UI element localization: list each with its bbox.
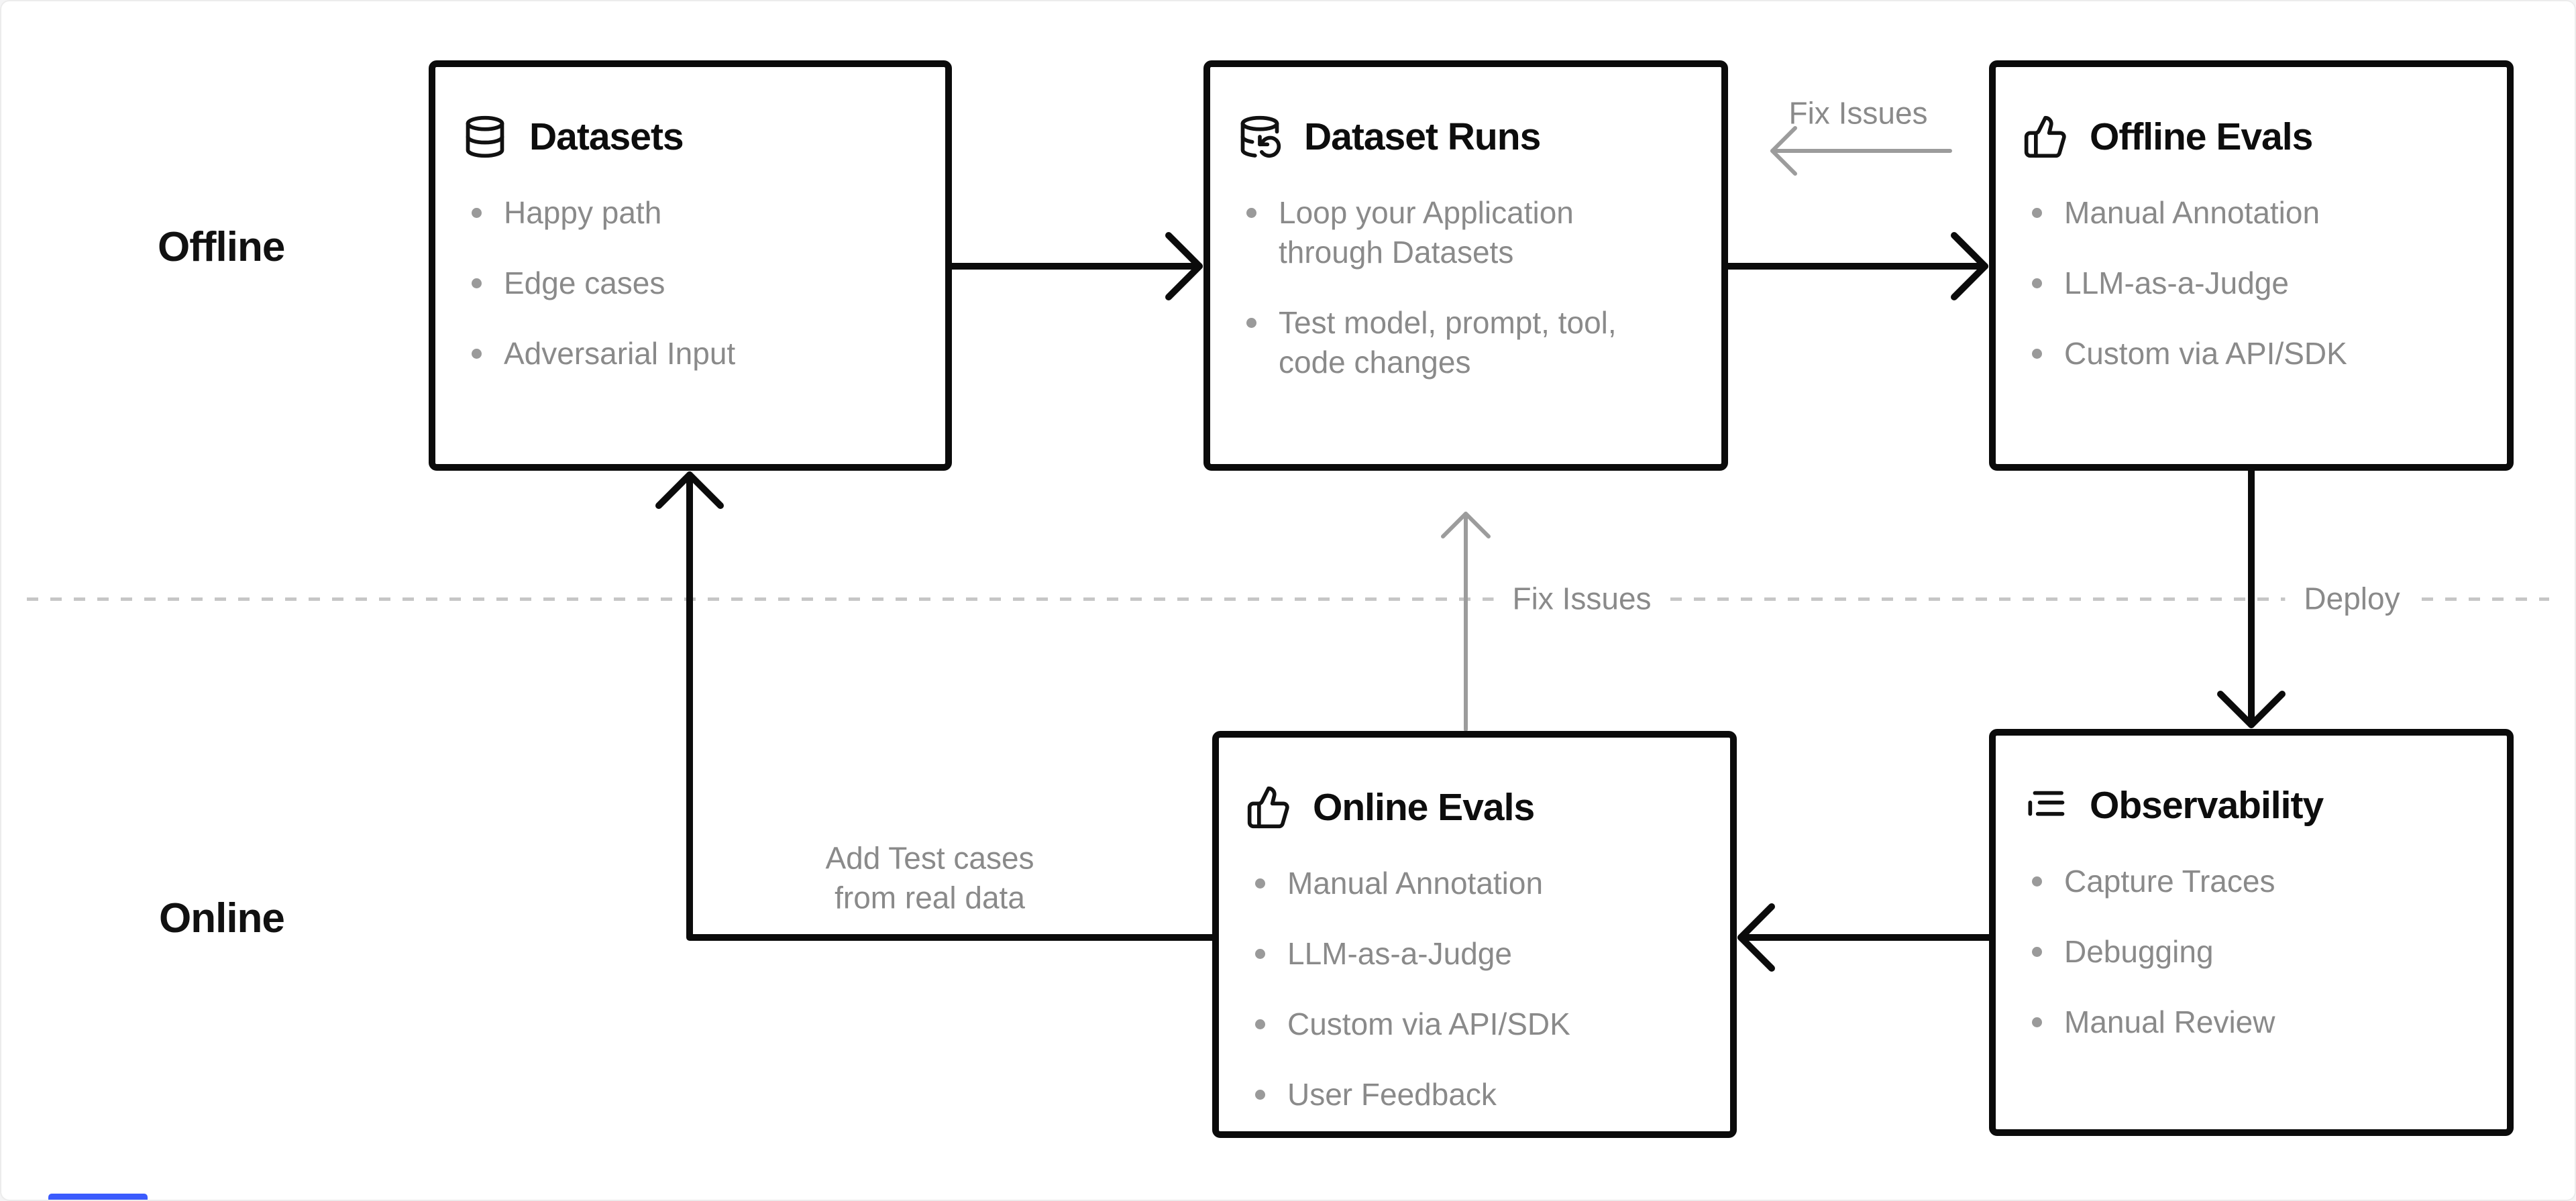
list-item: Test model, prompt, tool, code changes <box>1237 303 1653 382</box>
add-test-cases-label: Add Test cases from real data <box>825 839 1034 919</box>
offline-section-label: Offline <box>158 224 285 270</box>
arrow-online-evals-to-datasets <box>655 471 1216 941</box>
online-evals-title: Online Evals <box>1313 786 1535 829</box>
arrow-dataset-runs-to-offline-evals <box>1725 232 1988 300</box>
list-item: Custom via API/SDK <box>2023 334 2452 374</box>
list-item: Loop your Application through Datasets <box>1237 193 1653 272</box>
offline-evals-title: Offline Evals <box>2090 115 2313 158</box>
thumbs-up-icon <box>1247 786 1289 829</box>
datasets-box-header: Datasets <box>462 114 918 160</box>
logs-icon <box>2028 791 2065 816</box>
offline-evals-list: Manual Annotation LLM-as-a-Judge Custom … <box>2023 193 2452 374</box>
list-item: Custom via API/SDK <box>1246 1005 1675 1044</box>
list-item: LLM-as-a-Judge <box>2023 264 2452 303</box>
online-evals-box: Online Evals Manual Annotation LLM-as-a-… <box>1212 731 1737 1138</box>
datasets-box: Datasets Happy path Edge cases Adversari… <box>429 60 952 471</box>
list-item: LLM-as-a-Judge <box>1246 934 1675 974</box>
accent-strip <box>48 1194 148 1200</box>
list-item: Manual Annotation <box>1246 864 1675 903</box>
online-evals-box-header: Online Evals <box>1246 785 1703 830</box>
observability-list: Capture Traces Debugging Manual Review <box>2023 862 2452 1042</box>
offline-online-divider <box>27 597 2549 601</box>
list-item: Happy path <box>462 193 892 233</box>
list-item: Debugging <box>2023 932 2452 972</box>
arrow-datasets-to-dataset-runs <box>949 232 1203 300</box>
online-section-label: Online <box>159 895 285 941</box>
datasets-title: Datasets <box>529 115 684 158</box>
thumbs-up-icon <box>2024 115 2066 158</box>
observability-title: Observability <box>2090 784 2324 827</box>
database-run-icon <box>1240 115 1281 158</box>
deploy-label: Deploy <box>2285 576 2419 622</box>
list-item: Adversarial Input <box>462 334 892 374</box>
arrow-fix-issues-top <box>1770 126 1952 176</box>
offline-evals-box: Offline Evals Manual Annotation LLM-as-a… <box>1989 60 2514 471</box>
list-item: Capture Traces <box>2023 862 2452 901</box>
dataset-runs-list: Loop your Application through Datasets T… <box>1237 193 1653 382</box>
list-item: Manual Annotation <box>2023 193 2452 233</box>
dataset-runs-box: Dataset Runs Loop your Application throu… <box>1203 60 1728 471</box>
list-item: Manual Review <box>2023 1003 2452 1042</box>
dataset-runs-title: Dataset Runs <box>1304 115 1541 158</box>
add-test-cases-line2: from real data <box>835 880 1025 915</box>
fix-issues-top-label: Fix Issues <box>1788 95 1928 131</box>
list-item: User Feedback <box>1246 1075 1675 1114</box>
list-item: Edge cases <box>462 264 892 303</box>
offline-evals-box-header: Offline Evals <box>2023 114 2480 160</box>
online-evals-list: Manual Annotation LLM-as-a-Judge Custom … <box>1246 864 1675 1114</box>
arrow-fix-issues-middle <box>1441 512 1491 732</box>
datasets-list: Happy path Edge cases Adversarial Input <box>462 193 892 374</box>
observability-box-header: Observability <box>2023 783 2480 828</box>
arrow-observability-to-online-evals <box>1737 903 1992 972</box>
dataset-runs-box-header: Dataset Runs <box>1237 114 1695 160</box>
observability-box: Observability Capture Traces Debugging M… <box>1989 729 2514 1136</box>
arrow-offline-evals-to-observability <box>2217 467 2286 728</box>
add-test-cases-line1: Add Test cases <box>825 840 1034 876</box>
fix-issues-middle-label: Fix Issues <box>1493 576 1670 622</box>
database-icon <box>466 115 504 158</box>
